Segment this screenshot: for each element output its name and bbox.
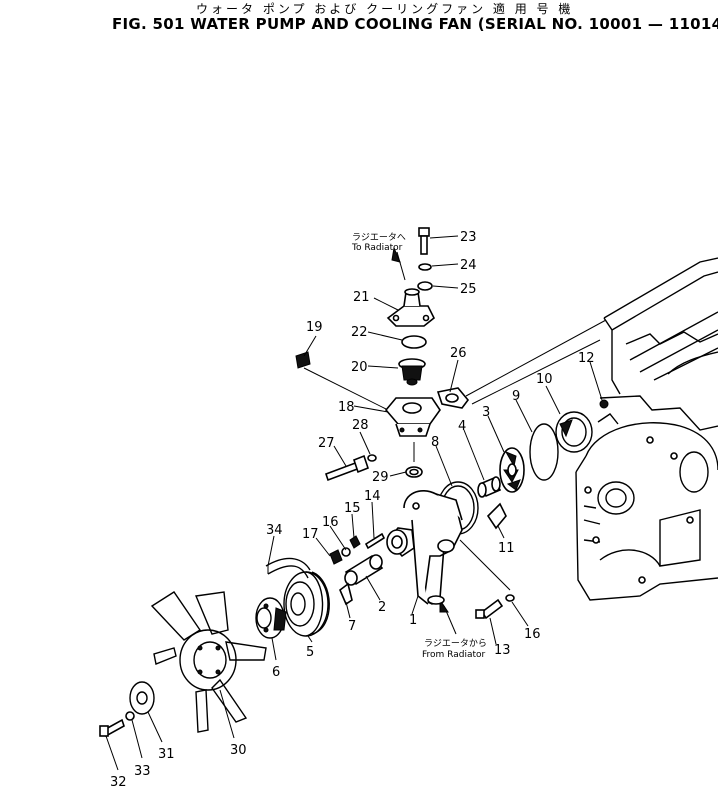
part-33-washer: [125, 711, 135, 721]
callout-16: 16: [524, 627, 541, 642]
callout-25: 25: [460, 282, 477, 297]
callout-29: 29: [372, 470, 389, 485]
callout-17: 17: [302, 527, 319, 542]
callout-23: 23: [460, 230, 477, 245]
to-radiator-label: To Radiator: [351, 243, 403, 253]
callout-31: 31: [158, 747, 175, 762]
title-japanese: ウォータ ポンプ および クーリングファン 適 用 号 機: [196, 2, 574, 16]
part-30-cooling-fan: [150, 591, 267, 733]
from-radiator-arrow: [439, 598, 457, 635]
callout-3: 3: [482, 405, 490, 420]
part-32-bolt: [99, 718, 125, 738]
part-29-seal: [405, 466, 423, 478]
part-14-stud: [364, 532, 386, 550]
part-20-thermostat: [398, 358, 426, 386]
callout-9: 9: [512, 389, 520, 404]
callout-6: 6: [272, 665, 280, 680]
engine-block: [575, 257, 718, 601]
part-2-bearing-shaft: [344, 554, 384, 586]
part-9-gasket: [529, 423, 559, 481]
callout-19: 19: [306, 320, 323, 335]
callout-8: 8: [431, 435, 439, 450]
part-31-fan-plate: [129, 681, 155, 715]
part-27-bolt: [324, 454, 369, 482]
callout-15: 15: [344, 501, 361, 516]
callout-32: 32: [110, 775, 127, 790]
callout-27: 27: [318, 436, 335, 451]
part-16-washer: [505, 594, 515, 602]
callout-28: 28: [352, 418, 369, 433]
callout-21: 21: [353, 290, 370, 305]
callout-13: 13: [494, 643, 511, 658]
callout-7: 7: [348, 619, 356, 634]
callout-labels: 1 2 3 4 5 6 7 8 9 10 11 12 13 14 15 16 1…: [110, 230, 595, 790]
callout-30: 30: [230, 743, 247, 758]
part-1-water-pump-body: [386, 490, 511, 605]
callout-11: 11: [498, 541, 515, 556]
part-15-nut: [349, 535, 361, 549]
callout-10: 10: [536, 372, 553, 387]
part-25-gasket: [417, 281, 433, 291]
callout-16-b: 16: [322, 515, 339, 530]
leader-lines: [105, 235, 603, 771]
part-23-bolt: [418, 227, 430, 255]
part-34-v-belt: [265, 557, 311, 579]
part-13-bolt: [475, 598, 504, 620]
part-19-plug: [295, 351, 389, 411]
figure-title: FIG. 501 WATER PUMP AND COOLING FAN (SER…: [112, 15, 718, 33]
part-16-washer-b: [341, 547, 351, 557]
part-7-bolt: [339, 582, 353, 606]
callout-2: 2: [378, 600, 386, 615]
part-5-pulley: [283, 571, 330, 637]
part-22-ring: [401, 335, 427, 349]
part-6-spacer: [255, 597, 287, 639]
part-26-gasket: [436, 387, 470, 409]
callout-5: 5: [306, 645, 314, 660]
from-radiator-label-jp: ラジエータから: [424, 638, 487, 649]
to-radiator-label-jp: ラジエータへ: [352, 232, 406, 243]
part-24-washer: [418, 263, 432, 271]
callout-1: 1: [409, 613, 417, 628]
from-radiator-label: From Radiator: [422, 650, 485, 660]
callout-14: 14: [364, 489, 381, 504]
part-11-plate: [486, 502, 507, 530]
callout-34: 34: [266, 523, 283, 538]
callout-12: 12: [578, 351, 595, 366]
callout-20: 20: [351, 360, 368, 375]
callout-26: 26: [450, 346, 467, 361]
callout-33: 33: [134, 764, 151, 779]
part-18-thermostat-housing: [384, 397, 441, 462]
part-3-impeller: [499, 447, 525, 493]
part-28-washer: [367, 454, 377, 462]
callout-4: 4: [458, 419, 466, 434]
callout-24: 24: [460, 258, 477, 273]
part-12-bolt: [599, 399, 609, 409]
part-10-cover: [555, 411, 593, 453]
part-4-mechanical-seal: [477, 476, 502, 498]
callout-18: 18: [338, 400, 355, 415]
part-21-water-outlet: [386, 288, 436, 327]
to-radiator-arrow: [391, 246, 406, 281]
callout-22: 22: [351, 325, 368, 340]
part-17-nut: [329, 549, 343, 565]
